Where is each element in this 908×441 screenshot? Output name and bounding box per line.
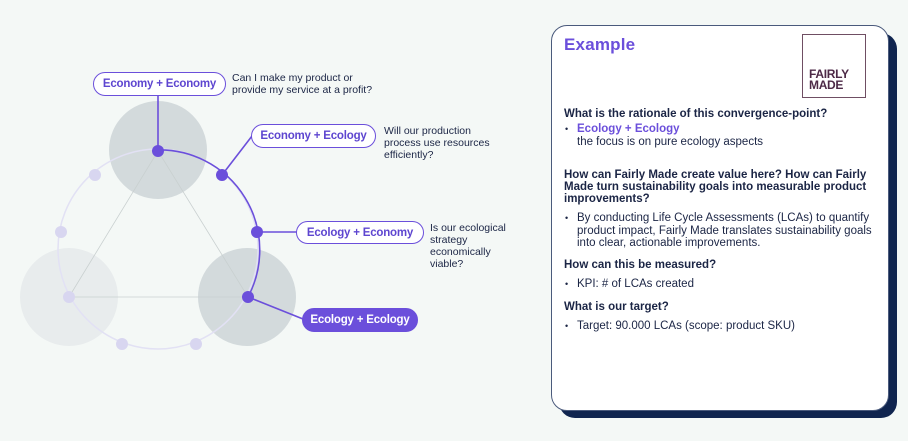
bullet-accent: Ecology + Ecology [577,123,680,135]
bullet-measure: KPI: # of LCAs created [564,278,878,291]
node-inactive[interactable] [89,169,101,181]
question-ecology-economy: Is our ecological strategy economically … [430,222,506,270]
triangle [68,150,249,298]
question-economy-ecology: Will our production process use resource… [384,125,490,161]
bullet-target: Target: 90.000 LCAs (scope: product SKU) [564,320,878,333]
convergence-diagram: Economy + Economy Can I make my product … [20,72,506,350]
node-ecology-ecology[interactable] [242,291,254,303]
connector-economy-ecology [221,135,253,176]
example-card: Example FAIRLY MADE What is the rational… [551,25,889,411]
node-inactive[interactable] [63,291,75,303]
question-line: process use resources [384,137,490,149]
card-title: Example [564,35,636,54]
pill-ecology-ecology[interactable]: Ecology + Ecology [302,308,418,332]
bullet-rationale: Ecology + Ecology the focus is on pure e… [564,123,878,148]
node-economy-ecology[interactable] [216,169,228,181]
pill-economy-economy[interactable]: Economy + Economy [93,72,226,96]
section-heading-target: What is our target? [564,301,669,313]
fairly-made-logo: FAIRLY MADE [802,34,866,98]
node-inactive[interactable] [190,338,202,350]
question-line: provide my service at a profit? [232,84,373,96]
node-economy-economy[interactable] [152,145,164,157]
bullet-text: the focus is on pure ecology aspects [577,135,764,148]
question-line: Can I make my product or [232,72,353,84]
bullet-value: By conducting Life Cycle Assessments (LC… [564,212,878,250]
card-body: What is the rationale of this convergenc… [564,108,878,333]
question-line: efficiently? [384,149,434,161]
pill-economy-ecology[interactable]: Economy + Ecology [251,124,376,148]
active-arc [157,149,261,298]
diagram-canvas [20,96,304,350]
question-line: Will our production [384,125,471,137]
connector-ecology-ecology [247,296,304,320]
question-line: viable? [430,258,464,270]
pill-ecology-economy[interactable]: Ecology + Economy [296,221,424,244]
question-economy-economy: Can I make my product or provide my serv… [232,72,372,96]
node-inactive[interactable] [116,338,128,350]
node-inactive[interactable] [55,226,67,238]
logo-line-1: FAIRLY [809,67,849,81]
logo-line-2: MADE [809,78,844,92]
question-line: strategy [430,234,468,246]
question-line: Is our ecological [430,222,506,234]
node-ecology-economy[interactable] [251,226,263,238]
section-heading-rationale: What is the rationale of this convergenc… [564,108,828,120]
section-heading-measure: How can this be measured? [564,258,717,271]
question-line: economically [430,246,491,258]
section-heading-value: How can Fairly Made create value here? H… [564,169,867,205]
